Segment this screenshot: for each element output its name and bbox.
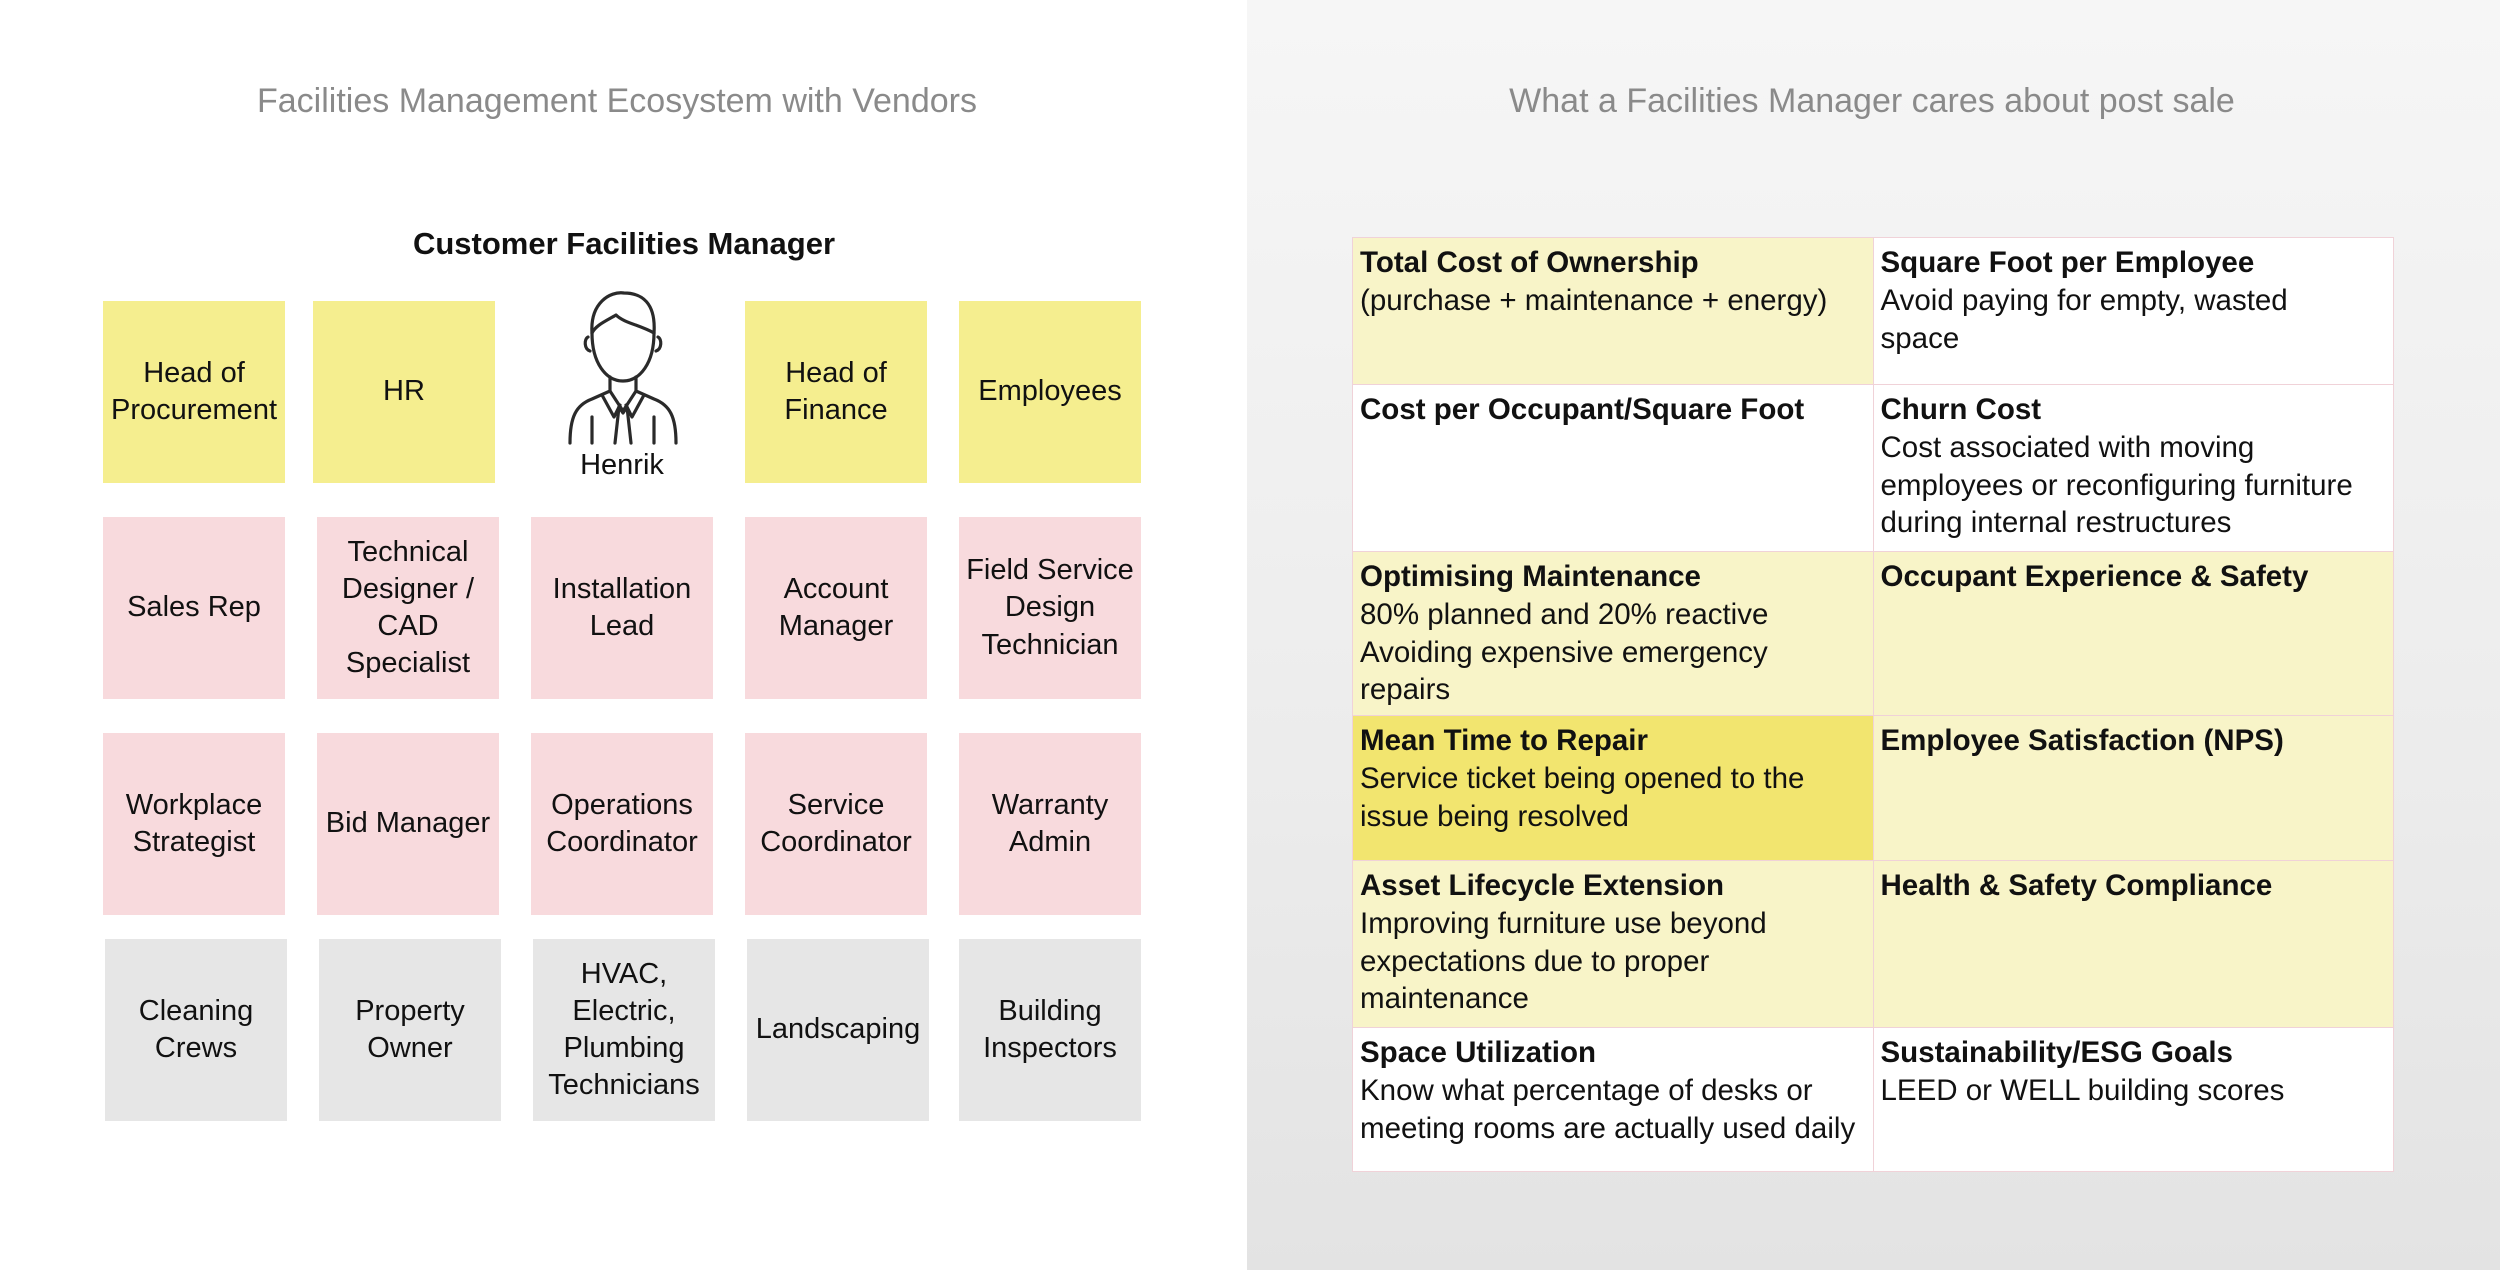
sticky-hr: HR [313, 301, 495, 483]
person-icon [568, 291, 678, 445]
sticky-sales-rep: Sales Rep [103, 517, 285, 699]
sticky-building-inspectors: Building Inspectors [959, 939, 1141, 1121]
henrik-avatar: Henrik [530, 285, 714, 485]
sticky-cleaning-crews: Cleaning Crews [105, 939, 287, 1121]
sticky-bid-manager: Bid Manager [317, 733, 499, 915]
post-sale-title: What a Facilities Manager cares about po… [1509, 82, 2235, 120]
sticky-installation-lead: Installation Lead [531, 517, 713, 699]
sticky-warranty-admin: Warranty Admin [959, 733, 1141, 915]
priority-cell: Health & Safety Compliance [1872, 860, 2394, 1028]
sticky-service-coordinator: Service Coordinator [745, 733, 927, 915]
priority-cell: Occupant Experience & Safety [1872, 551, 2394, 716]
priority-cell: Employee Satisfaction (NPS) [1872, 715, 2394, 861]
sticky-workplace-strategist: Workplace Strategist [103, 733, 285, 915]
sticky-property-owner: Property Owner [319, 939, 501, 1121]
priority-cell: Total Cost of Ownership(purchase + maint… [1352, 237, 1874, 385]
sticky-head-of-procurement: Head of Procurement [103, 301, 285, 483]
ecosystem-title: Facilities Management Ecosystem with Ven… [257, 82, 977, 120]
priority-cell: Cost per Occupant/Square Foot [1352, 384, 1874, 552]
customer-facilities-manager-label: Customer Facilities Manager [412, 226, 836, 261]
sticky-operations-coordinator: Operations Coordinator [531, 733, 713, 915]
sticky-landscaping: Landscaping [747, 939, 929, 1121]
ecosystem-panel: Facilities Management Ecosystem with Ven… [0, 0, 1247, 1270]
sticky-technical-designer: Technical Designer / CAD Specialist [317, 517, 499, 699]
sticky-head-of-finance: Head of Finance [745, 301, 927, 483]
sticky-field-service-design-technician: Field Service Design Technician [959, 517, 1141, 699]
sticky-hvac-technicians: HVAC, Electric, Plumbing Technicians [533, 939, 715, 1121]
henrik-name: Henrik [580, 449, 664, 481]
sticky-account-manager: Account Manager [745, 517, 927, 699]
priorities-table: Total Cost of Ownership(purchase + maint… [1352, 237, 2394, 1172]
sticky-employees: Employees [959, 301, 1141, 483]
